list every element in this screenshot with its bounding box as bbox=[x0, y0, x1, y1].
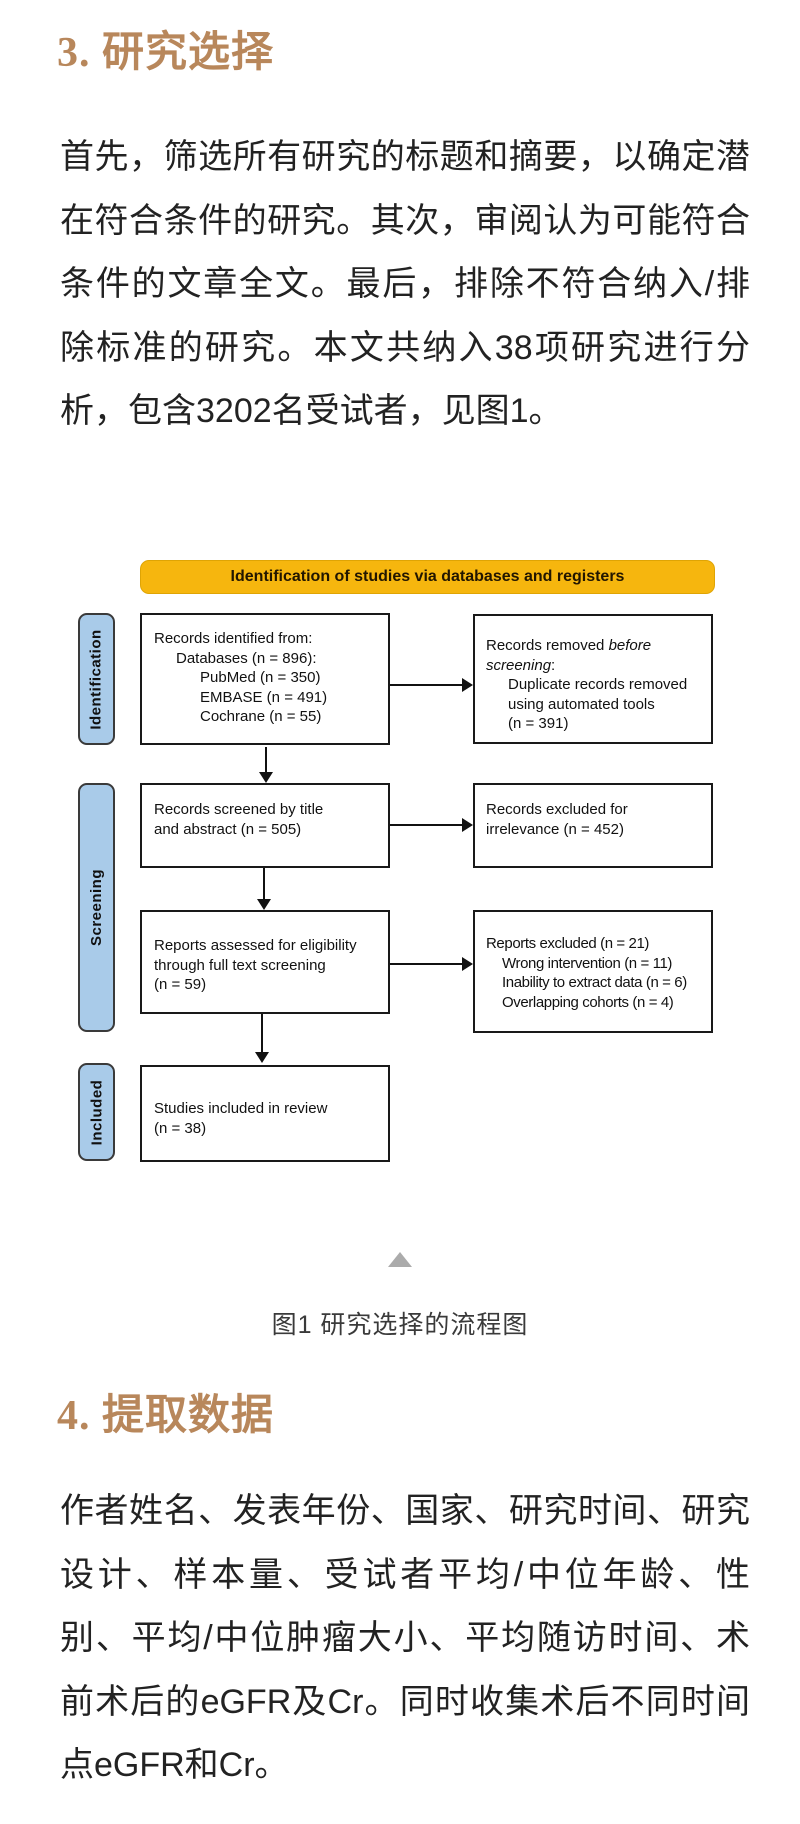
section-3-heading: 3. 研究选择 bbox=[57, 30, 275, 76]
stage-label-screening: Screening bbox=[88, 868, 105, 947]
box-studies-included: Studies included in review(n = 38) bbox=[140, 1065, 390, 1162]
figure-caption: 图1 研究选择的流程图 bbox=[271, 1311, 529, 1339]
section-4-heading: 4. 提取数据 bbox=[57, 1393, 275, 1439]
collapse-triangle-icon bbox=[388, 1252, 412, 1267]
stage-label-included: Included bbox=[88, 1079, 106, 1145]
box-reports-excluded: Reports excluded (n = 21)Wrong intervent… bbox=[473, 910, 713, 1033]
section-3-paragraph: 首先，筛选所有研究的标题和摘要，以确定潜在符合条件的研究。其次，审阅认为可能符合… bbox=[60, 138, 750, 430]
stage-label-identification: Identification bbox=[88, 628, 105, 730]
stage-tab-screening: Screening bbox=[78, 783, 115, 1032]
box-records-identified: Records identified from:Databases (n = 8… bbox=[140, 613, 390, 745]
section-4-paragraph: 作者姓名、发表年份、国家、研究时间、研究设计、样本量、受试者平均/中位年龄、性别… bbox=[60, 1492, 750, 1784]
stage-tab-included: Included bbox=[78, 1063, 115, 1161]
figure-banner: Identification of studies via databases … bbox=[140, 560, 715, 594]
stage-tab-identification: Identification bbox=[78, 613, 115, 745]
